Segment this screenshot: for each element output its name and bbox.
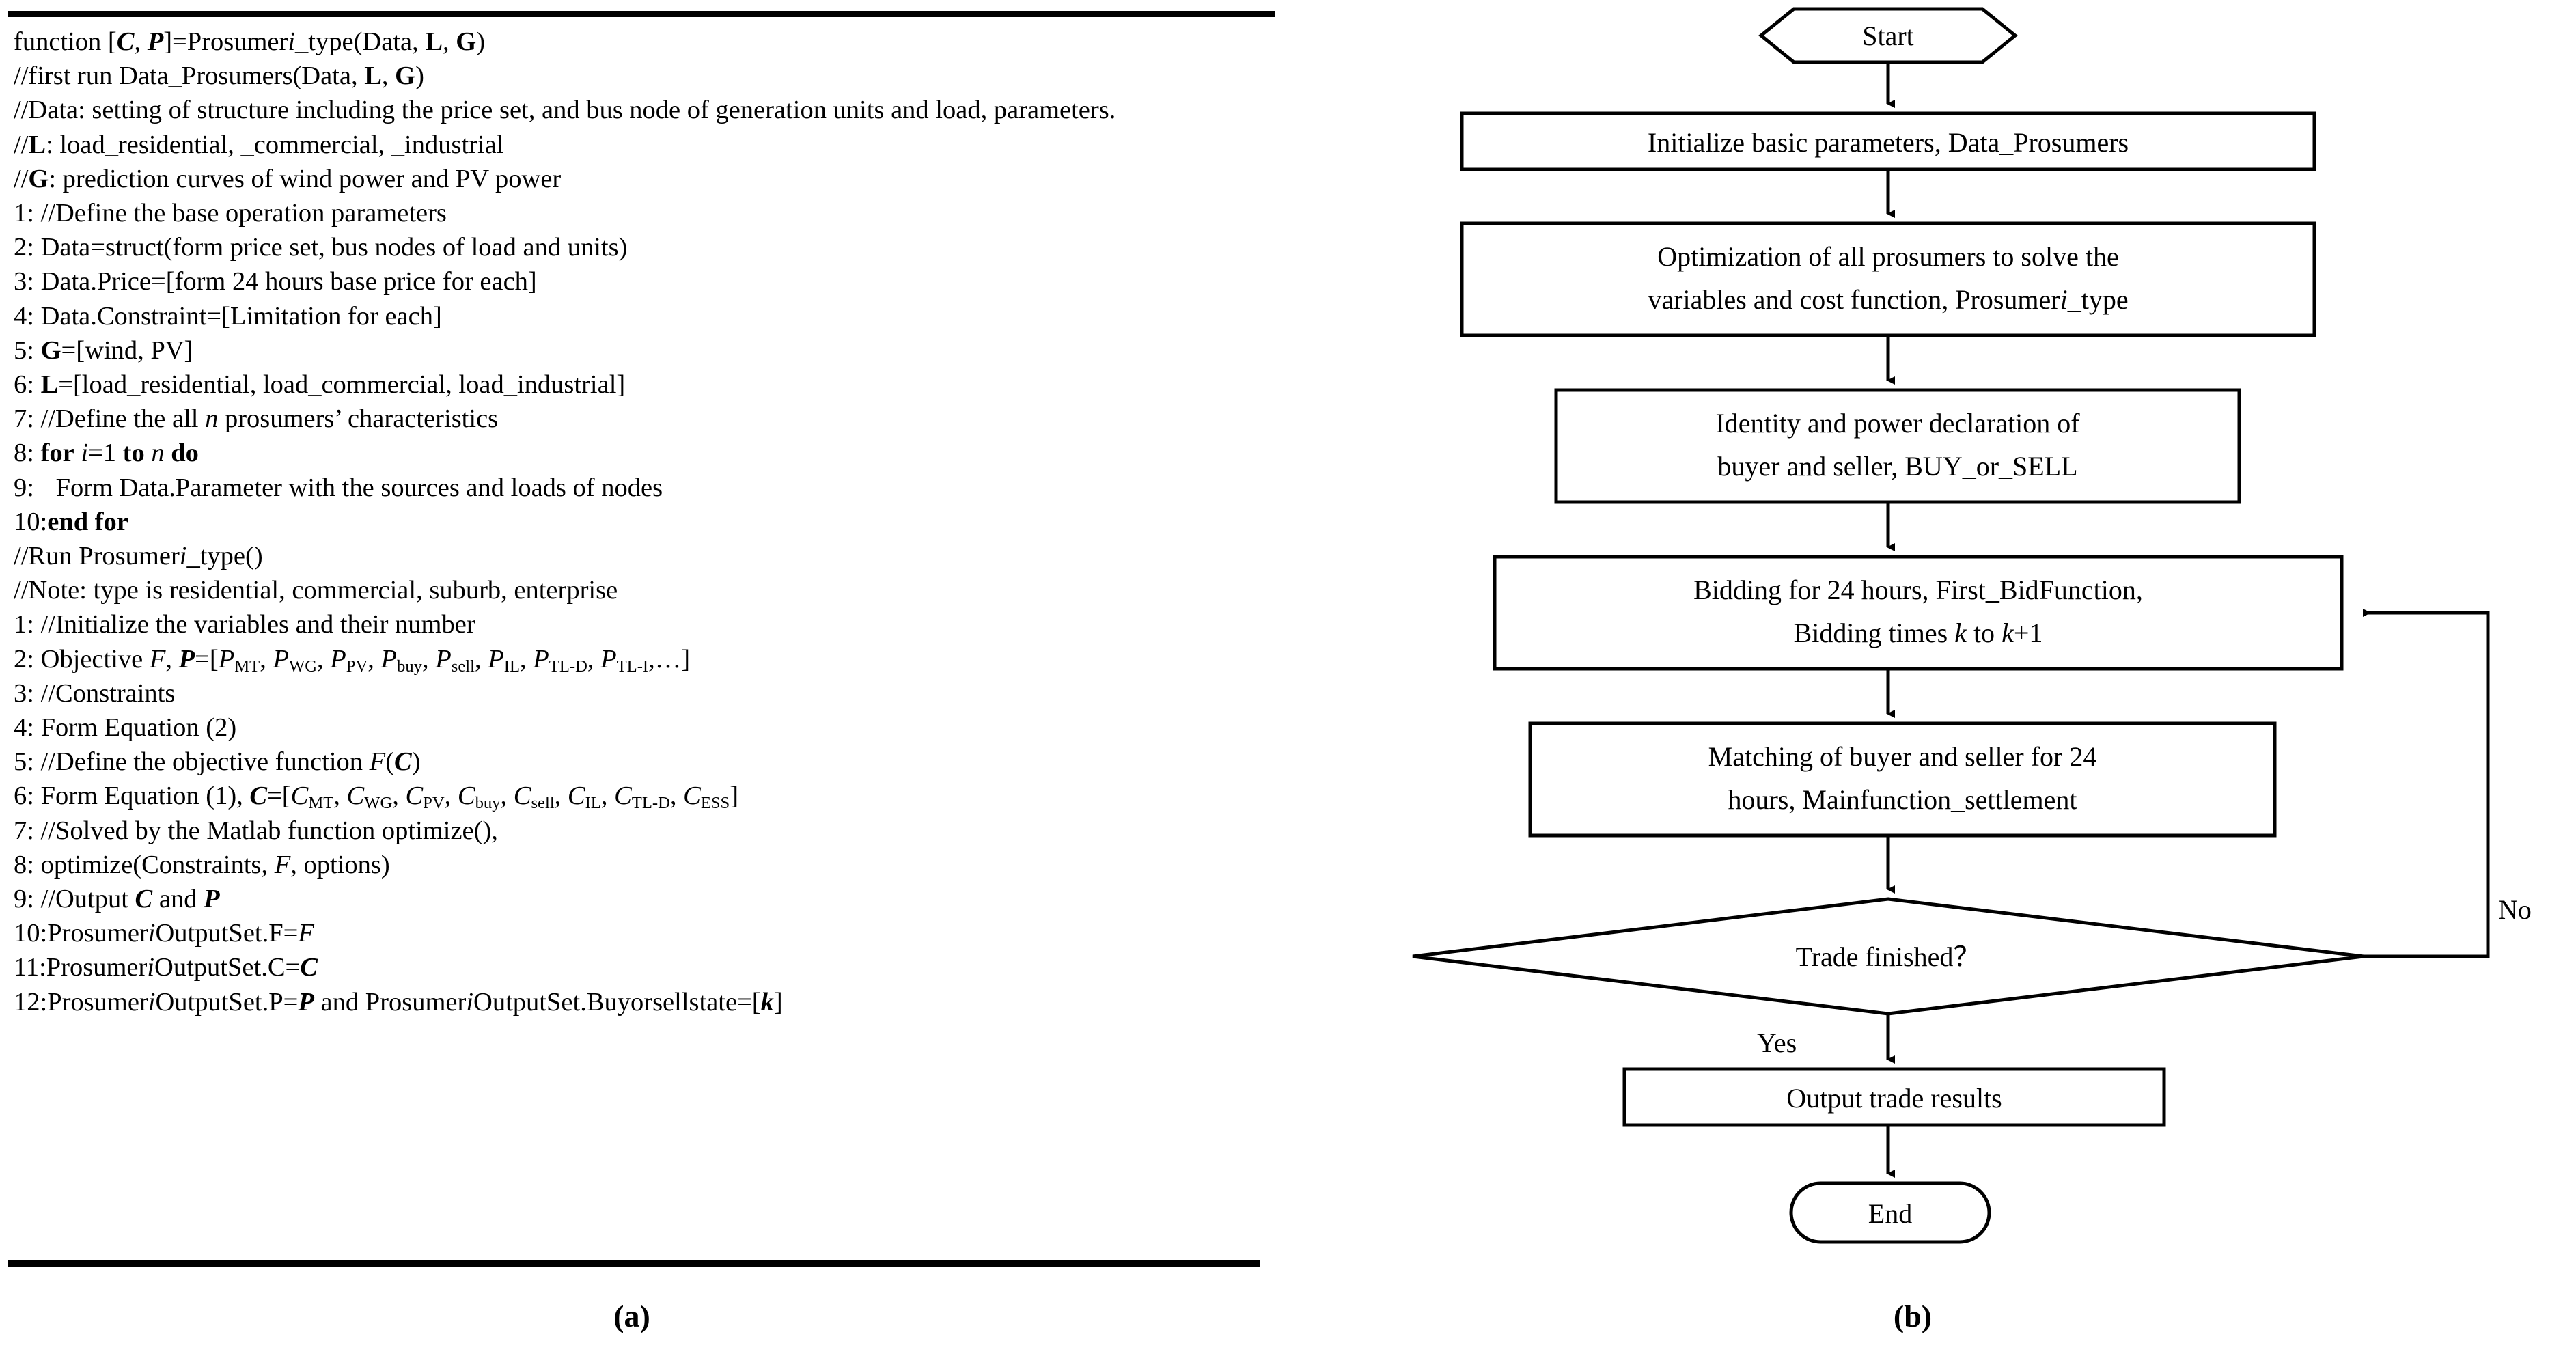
code-line-1: function [C, P]=Prosumeri_type(Data, L, … [14, 27, 486, 56]
end-label: End [1868, 1198, 1912, 1229]
bidding-box-shape [1493, 555, 2344, 671]
code-line-27: 10:ProsumeriOutputSet.F=F [14, 919, 314, 948]
edge-label-no: No [2498, 894, 2532, 925]
code-line-24: 7: //Solved by the Matlab function optim… [14, 816, 498, 845]
code-line-4: //L: load_residential, _commercial, _ind… [14, 130, 504, 159]
start-hexagon-shape [1758, 7, 2018, 64]
panel-b-flowchart: Start Initialize basic parameters, Data_… [1298, 0, 2576, 1369]
bidding-line2-b: to [1967, 618, 2002, 648]
code-line-13: 8: for i=1 to n do [14, 439, 199, 468]
algorithm-bottom-rule [8, 1260, 1260, 1267]
bidding-line2-c: +1 [2014, 618, 2043, 648]
panel-a-pseudocode: function [C, P]=Prosumeri_type(Data, L, … [8, 11, 1277, 1333]
code-line-10: 5: G=[wind, PV] [14, 335, 193, 365]
flow-node-decision[interactable]: Trade finished？ [1412, 897, 2364, 1016]
code-line-2: //first run Data_Prosumers(Data, L, G) [14, 61, 424, 91]
code-line-8: 3: Data.Price=[form 24 hours base price … [14, 267, 537, 296]
code-line-11: 6: L=[load_residential, load_commercial,… [14, 370, 626, 400]
bidding-line2-k1: k [1954, 618, 1967, 648]
matching-label-line2: hours, Mainfunction_settlement [1728, 784, 2077, 815]
edge-label-yes: Yes [1757, 1027, 1797, 1058]
end-stadium-shape [1789, 1181, 1991, 1244]
declare-label-line1: Identity and power declaration of [1715, 408, 2080, 439]
bidding-line2-k2: k [2002, 618, 2014, 648]
code-line-22: 5: //Define the objective function F(C) [14, 747, 421, 777]
caption-b: (b) [1893, 1299, 1933, 1333]
flow-node-bidding[interactable]: Bidding for 24 hours, First_BidFunction,… [1493, 555, 2344, 671]
optimize-label-line1: Optimization of all prosumers to solve t… [1657, 241, 2118, 272]
code-line-25: 8: optimize(Constraints, F, options) [14, 850, 390, 879]
flow-node-declare[interactable]: Identity and power declaration of buyer … [1554, 388, 2241, 504]
code-line-29: 12:ProsumeriOutputSet.P=P and ProsumeriO… [14, 987, 783, 1017]
algorithm-code-block: function [C, P]=Prosumeri_type(Data, L, … [14, 25, 1277, 1019]
code-line-17: //Note: type is residential, commercial,… [14, 576, 618, 605]
output-label: Output trade results [1786, 1083, 2002, 1114]
optimize-box-shape [1460, 221, 2316, 337]
optimize-line2-i: i [2060, 284, 2068, 315]
flowchart-svg: Start Initialize basic parameters, Data_… [1412, 7, 2532, 1244]
code-line-7: 2: Data=struct(form price set, bus nodes… [14, 233, 628, 262]
flow-node-init[interactable]: Initialize basic parameters, Data_Prosum… [1460, 111, 2316, 171]
output-box-shape [1622, 1067, 2166, 1127]
bidding-label-line1: Bidding for 24 hours, First_BidFunction, [1693, 575, 2143, 605]
optimize-label-line2: variables and cost function, Prosumeri_t… [1648, 284, 2128, 315]
algorithm-top-rule [8, 11, 1275, 17]
code-line-21: 4: Form Equation (2) [14, 713, 237, 743]
code-line-9: 4: Data.Constraint=[Limitation for each] [14, 301, 442, 331]
code-line-19: 2: Objective F, P=[PMT, PWG, PPV, Pbuy, … [14, 644, 691, 676]
code-line-16: //Run Prosumeri_type() [14, 542, 263, 571]
matching-label-line1: Matching of buyer and seller for 24 [1708, 741, 2097, 772]
code-line-3: //Data: setting of structure including t… [14, 96, 1116, 125]
matching-box-shape [1528, 721, 2277, 838]
init-label: Initialize basic parameters, Data_Prosum… [1648, 127, 2129, 158]
code-line-5: //G: prediction curves of wind power and… [14, 164, 562, 193]
optimize-line2-a: variables and cost function, Prosumer [1648, 284, 2060, 315]
flow-node-end[interactable]: End [1789, 1181, 1991, 1244]
init-box-shape [1460, 111, 2316, 171]
start-label: Start [1862, 20, 1914, 51]
code-line-28: 11:ProsumeriOutputSet.C=C [14, 953, 318, 982]
code-line-6: 1: //Define the base operation parameter… [14, 199, 447, 228]
code-line-14: 9: Form Data.Parameter with the sources … [14, 473, 663, 502]
optimize-line2-b: _type [2067, 284, 2129, 315]
code-line-18: 1: //Initialize the variables and their … [14, 610, 475, 639]
declare-label-line2: buyer and seller, BUY_or_SELL [1717, 451, 2077, 482]
flow-node-output[interactable]: Output trade results [1622, 1067, 2166, 1127]
bidding-line2-a: Bidding times [1794, 618, 1955, 648]
decision-label: Trade finished？ [1796, 941, 1981, 972]
declare-box-shape [1554, 388, 2241, 504]
code-line-20: 3: //Constraints [14, 678, 176, 708]
flow-node-matching[interactable]: Matching of buyer and seller for 24 hour… [1528, 721, 2277, 838]
code-line-23: 6: Form Equation (1), C=[CMT, CWG, CPV, … [14, 782, 739, 813]
code-line-15: 10:end for [14, 507, 128, 536]
bidding-label-line2: Bidding times k to k+1 [1794, 618, 2043, 648]
code-line-26: 9: //Output C and P [14, 885, 220, 914]
code-line-12: 7: //Define the all n prosumers’ charact… [14, 404, 499, 434]
caption-a: (a) [613, 1299, 650, 1333]
edge-decision-no-loop [2363, 609, 2490, 958]
flow-node-optimize[interactable]: Optimization of all prosumers to solve t… [1460, 221, 2316, 337]
flow-node-start[interactable]: Start [1758, 7, 2018, 64]
